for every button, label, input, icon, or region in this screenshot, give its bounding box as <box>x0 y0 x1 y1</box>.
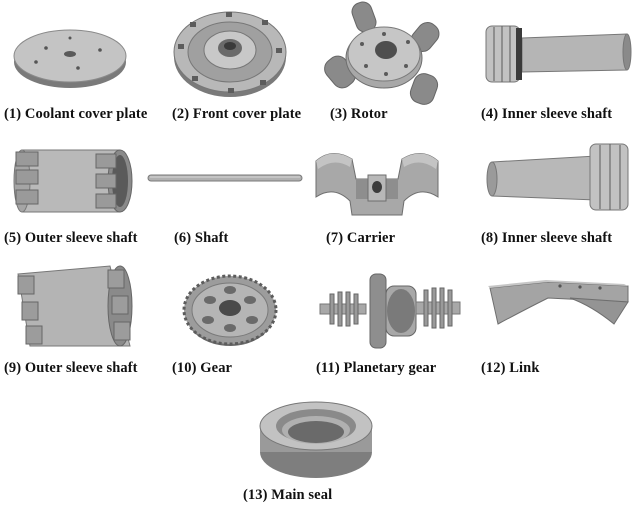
caption-outer-sleeve-shaft-9: (9) Outer sleeve shaft <box>4 360 138 376</box>
caption-outer-sleeve-shaft-5: (5) Outer sleeve shaft <box>4 230 138 246</box>
caption-inner-sleeve-shaft-4: (4) Inner sleeve shaft <box>481 106 613 122</box>
caption-planetary-gear: (11) Planetary gear <box>316 360 437 376</box>
outer-sleeve-shaft-9-icon <box>17 265 133 347</box>
inner-sleeve-shaft-8-icon <box>486 143 629 211</box>
caption-gear: (10) Gear <box>172 360 233 376</box>
inner-sleeve-shaft-4-icon <box>485 25 632 83</box>
gear-icon <box>182 274 278 346</box>
link-icon <box>488 280 629 325</box>
caption-link: (12) Link <box>481 360 540 376</box>
outer-sleeve-shaft-5-icon <box>13 149 133 213</box>
caption-carrier: (7) Carrier <box>326 230 396 246</box>
front-cover-plate-icon <box>173 11 287 97</box>
coolant-cover-plate-icon <box>13 29 127 88</box>
caption-rotor: (3) Rotor <box>330 106 388 122</box>
planetary-gear-icon <box>319 273 461 349</box>
caption-main-seal: (13) Main seal <box>243 487 333 503</box>
main-seal-icon <box>259 401 373 478</box>
shaft-icon <box>147 174 303 182</box>
rotor-icon <box>324 1 440 105</box>
carrier-icon <box>315 153 439 216</box>
caption-coolant-cover-plate: (1) Coolant cover plate <box>4 106 148 122</box>
caption-front-cover-plate: (2) Front cover plate <box>172 106 302 122</box>
caption-inner-sleeve-shaft-8: (8) Inner sleeve shaft <box>481 230 613 246</box>
caption-shaft: (6) Shaft <box>174 230 229 246</box>
